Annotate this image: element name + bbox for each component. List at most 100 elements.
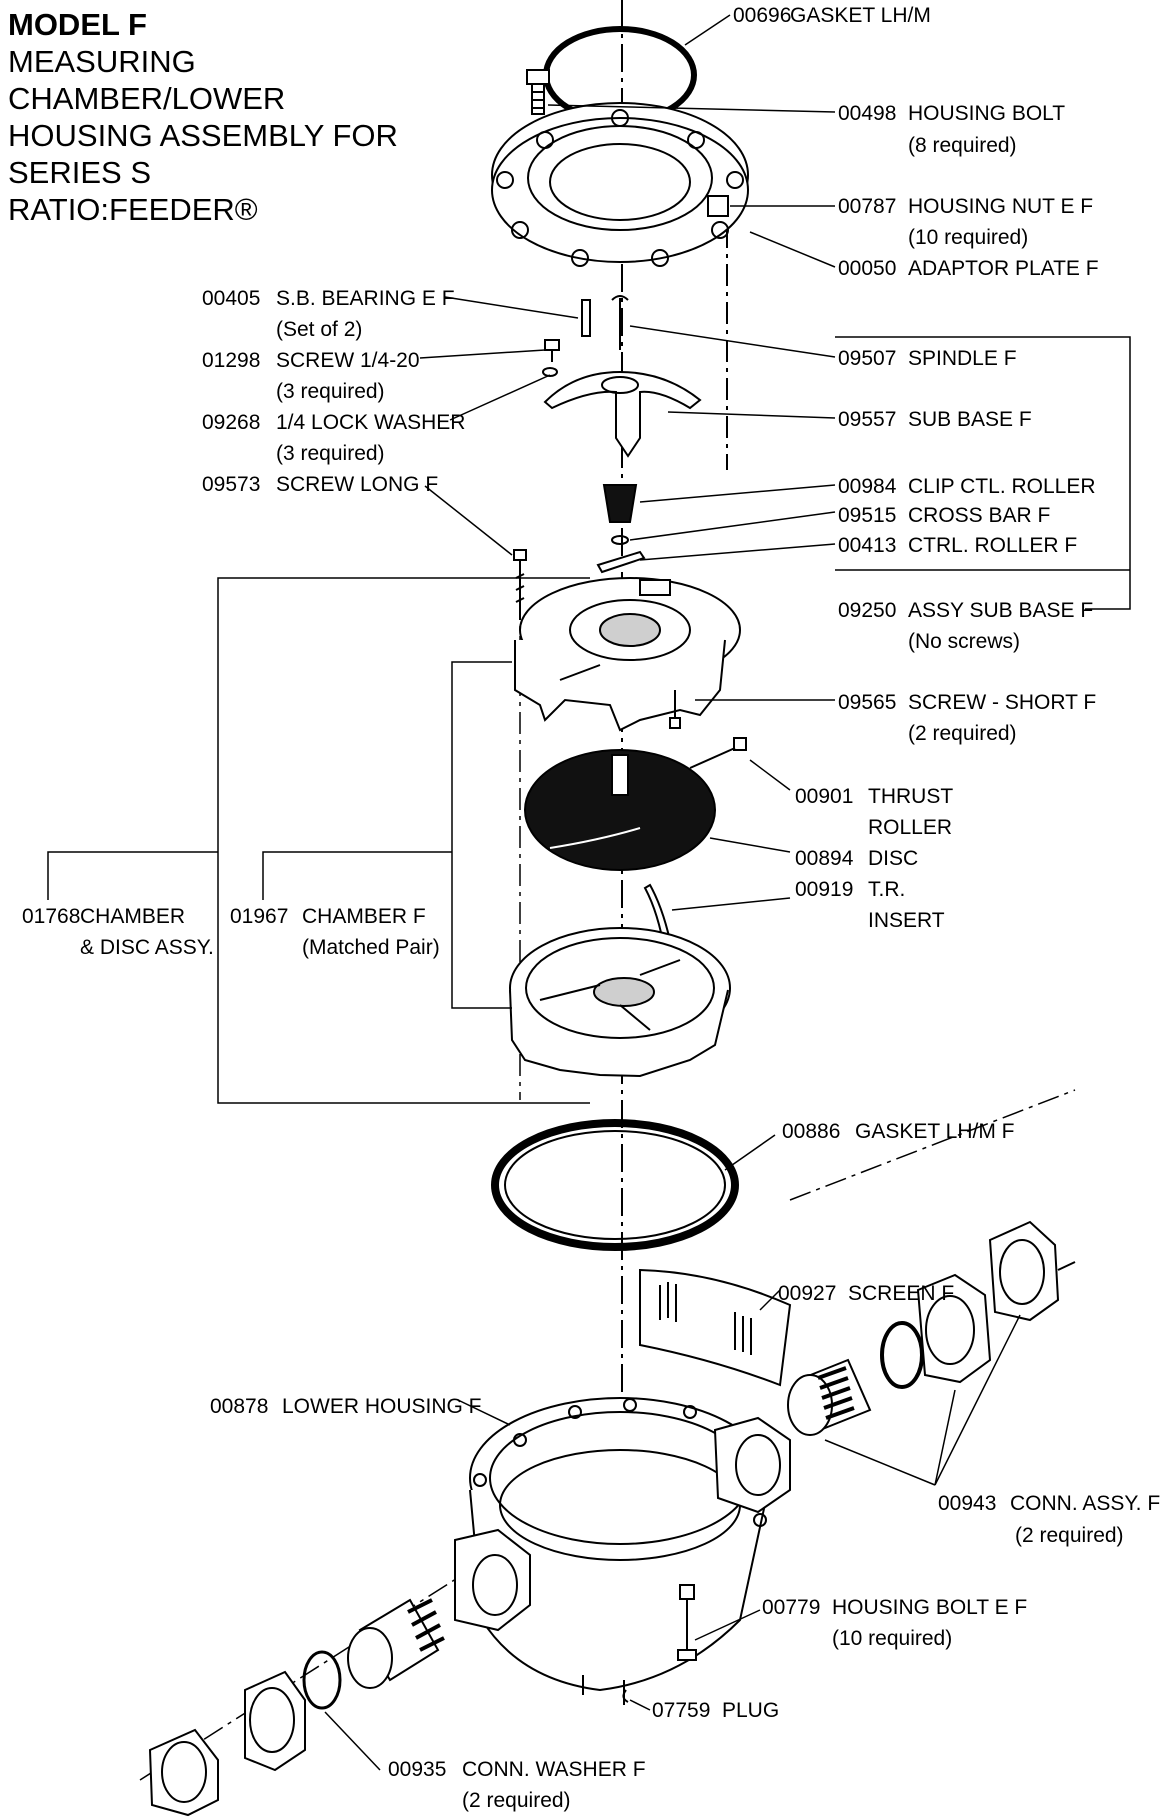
screw-washer-icon (542, 339, 560, 377)
bracket-01967-leader (262, 851, 452, 900)
label-00901-name2: ROLLER (868, 816, 952, 839)
label-01967-qty: (Matched Pair) (302, 936, 440, 959)
label-01298-qty: (3 required) (276, 380, 385, 403)
housing-bolt-lower-icon (677, 1584, 697, 1661)
label-00498-qty: (8 required) (908, 134, 1017, 157)
label-09565-qty: (2 required) (908, 722, 1017, 745)
label-09565-num: 09565 (838, 691, 896, 714)
label-00894-num: 00894 (795, 847, 854, 870)
title-line-5: SERIES S (8, 155, 151, 190)
title-line-3: CHAMBER/LOWER (8, 81, 286, 116)
label-00050-name: ADAPTOR PLATE F (908, 257, 1099, 280)
label-01298-num: 01298 (202, 349, 260, 372)
label-00498-num: 00498 (838, 102, 896, 125)
label-00886-num: 00886 (782, 1120, 840, 1143)
diagram-title: MODEL F MEASURING CHAMBER/LOWER HOUSING … (8, 6, 398, 228)
label-09507-num: 09507 (838, 347, 896, 370)
label-09515-num: 09515 (838, 504, 896, 527)
disc-icon (524, 749, 716, 871)
label-00943-num: 00943 (938, 1492, 996, 1515)
sub-base-icon (543, 370, 702, 458)
label-01768-name2: & DISC ASSY. (80, 936, 214, 959)
lower-housing-icon (469, 1397, 771, 1705)
bracket-01768 (217, 577, 590, 1104)
ctrl-roller-icon (596, 550, 646, 574)
group-brackets (47, 336, 1131, 1104)
label-09250-qty: (No screws) (908, 630, 1020, 653)
label-00498-name: HOUSING BOLT (908, 102, 1065, 125)
label-00405-name: S.B. BEARING E F (276, 287, 455, 310)
screw-long-icon (513, 549, 527, 620)
inlet-boss-icon (713, 1416, 791, 1514)
label-00413-num: 00413 (838, 534, 896, 557)
screw-short-icon (669, 690, 681, 729)
label-09573-num: 09573 (202, 473, 260, 496)
label-00878-num: 00878 (210, 1395, 268, 1418)
label-00943-name: CONN. ASSY. F (1010, 1492, 1160, 1515)
bracket-09250 (835, 336, 1131, 610)
label-00943-qty: (2 required) (1015, 1524, 1124, 1547)
conn-axis-line (789, 1089, 1076, 1201)
clip-roller-icon (602, 484, 638, 545)
label-00901-name: THRUST (868, 785, 953, 808)
part-labels: 00696 GASKET LH/M 00498 HOUSING BOLT (8 … (22, 4, 1160, 1812)
label-07759-num: 07759 (652, 1699, 710, 1722)
label-09557-num: 09557 (838, 408, 896, 431)
plug-icon (622, 1689, 629, 1703)
label-00787-name: HOUSING NUT E F (908, 195, 1093, 218)
label-00935-qty: (2 required) (462, 1789, 571, 1812)
label-00935-name: CONN. WASHER F (462, 1758, 646, 1781)
label-00919-name2: INSERT (868, 909, 945, 932)
label-09268-name: 1/4 LOCK WASHER (276, 411, 465, 434)
label-00935-num: 00935 (388, 1758, 446, 1781)
label-09268-num: 09268 (202, 411, 260, 434)
upper-chamber-icon (514, 577, 741, 732)
label-00984-name: CLIP CTL. ROLLER (908, 475, 1096, 498)
label-01298-name: SCREW 1/4-20 (276, 349, 420, 372)
label-01967-num: 01967 (230, 905, 288, 928)
label-00787-qty: (10 required) (908, 226, 1028, 249)
gasket-lower-icon (491, 1119, 739, 1251)
label-09250-num: 09250 (838, 599, 896, 622)
outlet-boss-icon (454, 1528, 531, 1632)
label-00696-name: GASKET LH/M (790, 4, 931, 27)
label-00050-num: 00050 (838, 257, 896, 280)
label-00779-name: HOUSING BOLT E F (832, 1596, 1027, 1619)
label-00779-qty: (10 required) (832, 1627, 952, 1650)
label-00787-num: 00787 (838, 195, 896, 218)
label-00405-num: 00405 (202, 287, 260, 310)
label-00984-num: 00984 (838, 475, 897, 498)
label-00927-name: SCREEN F (848, 1282, 954, 1305)
label-00405-qty: (Set of 2) (276, 318, 362, 341)
label-07759-name: PLUG (722, 1699, 779, 1722)
lower-chamber-icon (509, 927, 731, 1078)
label-09573-name: SCREW LONG F (276, 473, 438, 496)
bracket-01768-leader (47, 851, 218, 900)
conn-assembly-right-icon (787, 1220, 1076, 1436)
label-00413-name: CTRL. ROLLER F (908, 534, 1077, 557)
label-00878-name: LOWER HOUSING F (282, 1395, 482, 1418)
label-09250-name: ASSY SUB BASE F (908, 599, 1093, 622)
title-line-2: MEASURING (8, 44, 196, 79)
label-01967-name: CHAMBER F (302, 905, 426, 928)
label-00919-num: 00919 (795, 878, 853, 901)
bracket-01967 (451, 661, 512, 1009)
adaptor-plate-icon (491, 102, 749, 267)
label-09565-name: SCREW - SHORT F (908, 691, 1096, 714)
label-01768-name: CHAMBER (80, 905, 185, 928)
label-00886-name: GASKET LH/M F (855, 1120, 1014, 1143)
label-00919-name: T.R. (868, 878, 905, 901)
label-09507-name: SPINDLE F (908, 347, 1017, 370)
label-09268-qty: (3 required) (276, 442, 385, 465)
label-01768-num: 01768 (22, 905, 80, 928)
leader-lines (324, 14, 1021, 1771)
label-09515-name: CROSS BAR F (908, 504, 1050, 527)
title-line-6: RATIO:FEEDER® (8, 192, 258, 227)
screen-icon (639, 1268, 792, 1387)
thrust-roller-icon (689, 737, 747, 769)
label-09557-name: SUB BASE F (908, 408, 1032, 431)
label-00894-name: DISC (868, 847, 918, 870)
housing-bolt-icon (526, 69, 550, 115)
label-00696-num: 00696 (733, 4, 791, 27)
